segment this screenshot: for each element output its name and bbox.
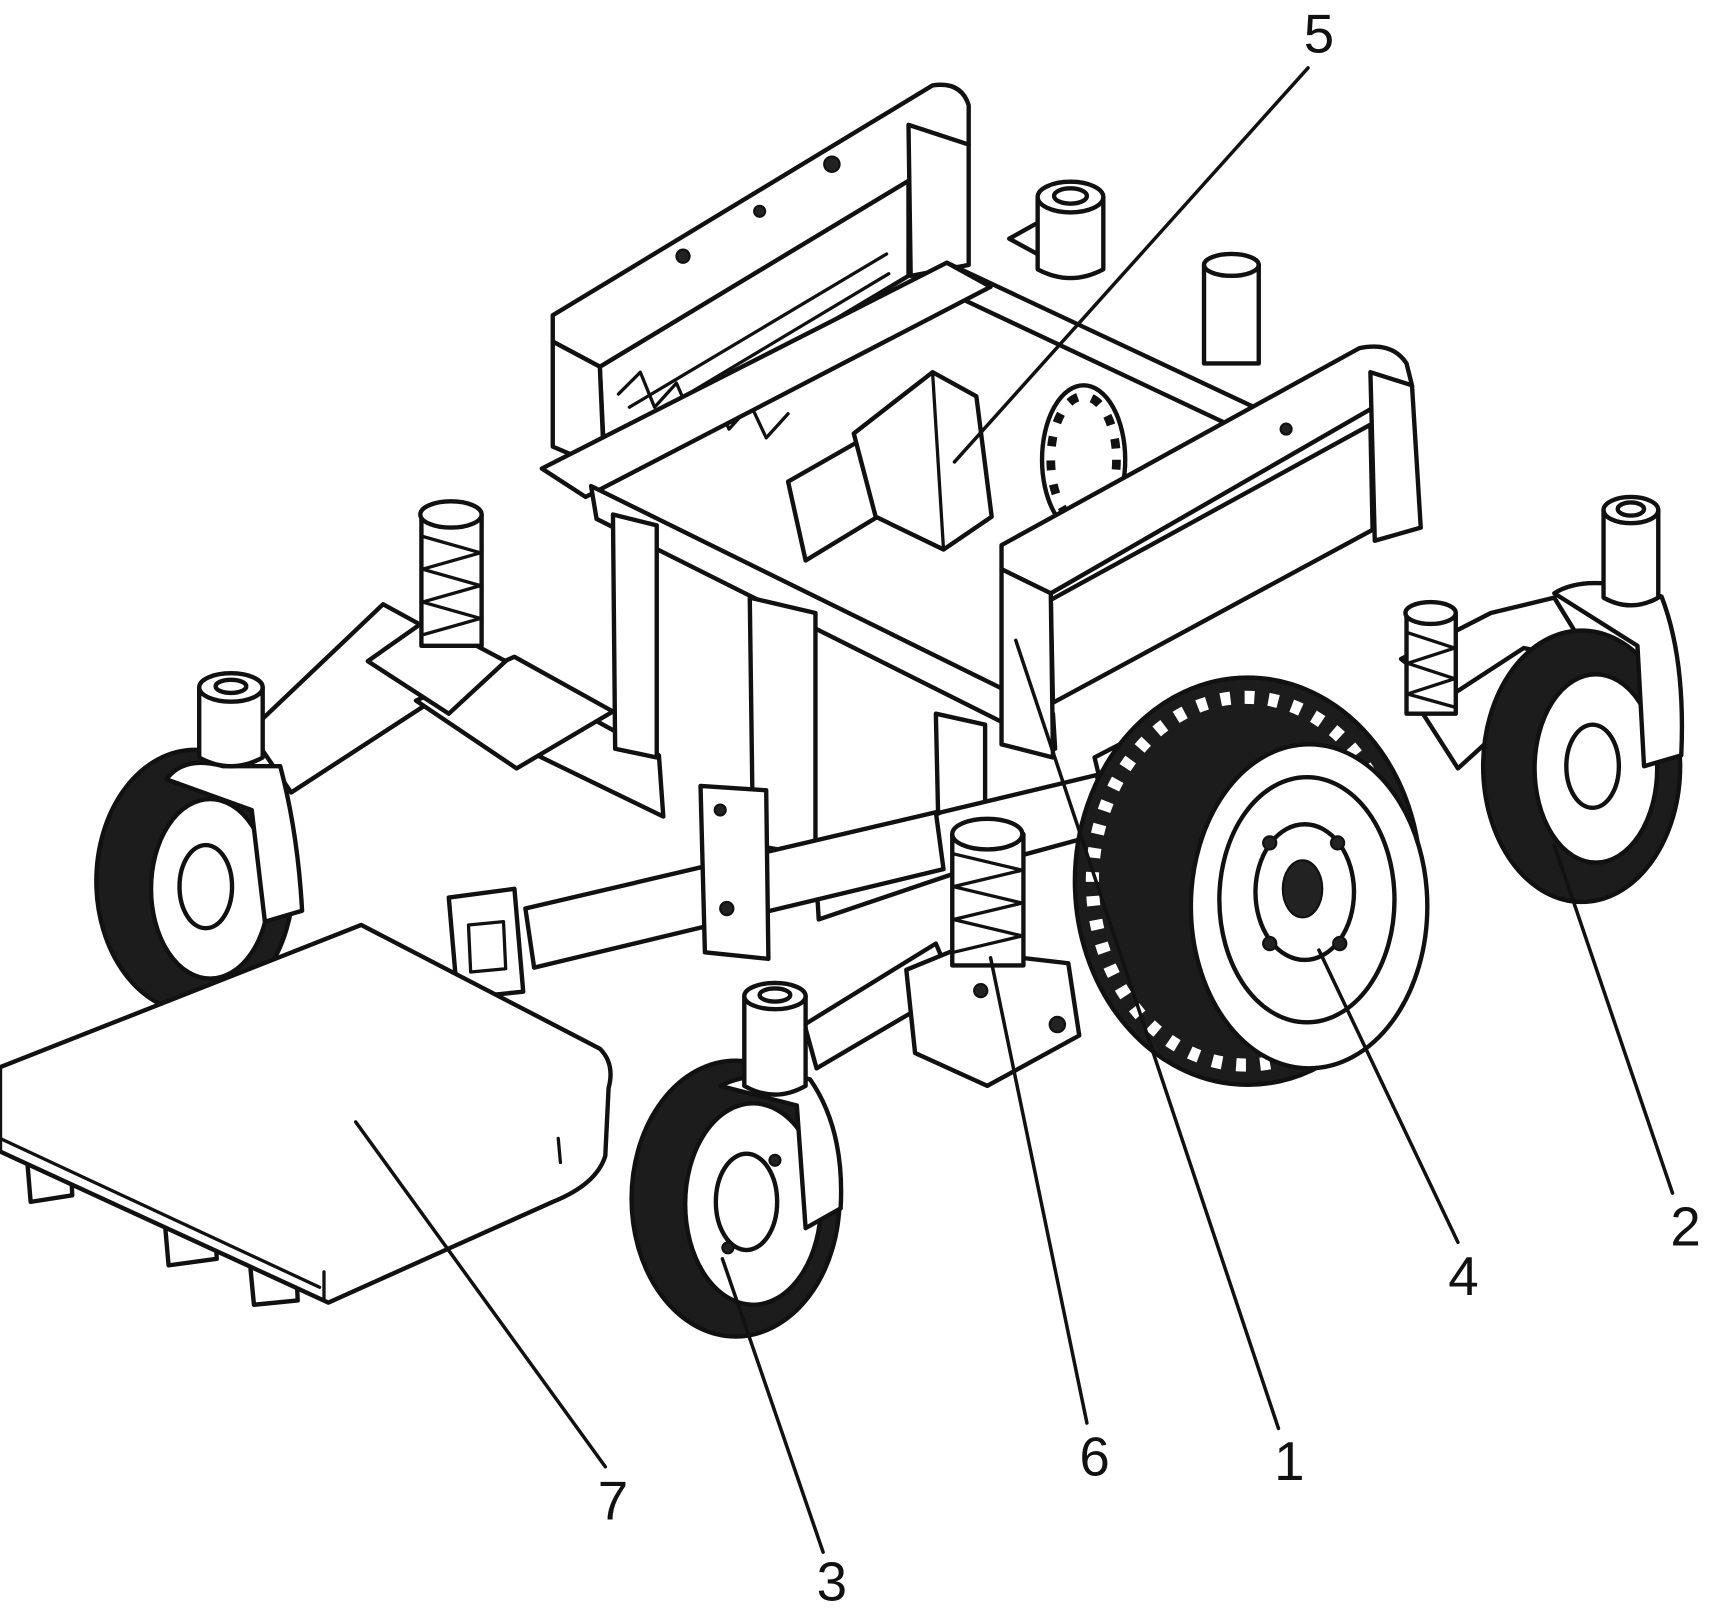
front-caster-bolt — [768, 1153, 782, 1167]
callout-7-leader — [353, 1120, 608, 1469]
rear-caster-cap-inner — [1051, 186, 1090, 206]
right-caster — [1480, 494, 1685, 905]
callout-2-label: 2 — [1670, 1196, 1700, 1258]
drive-wheel-bolt — [1329, 835, 1346, 851]
front-caster-bolt — [721, 1241, 735, 1255]
left-spring-cap — [418, 499, 484, 530]
callout-labels: 1 2 3 4 5 6 7 — [598, 3, 1701, 1608]
cage-front-beam — [588, 483, 1058, 751]
rear-right-post-cap — [1201, 251, 1261, 279]
left-caster — [94, 671, 305, 1015]
right-frame — [999, 344, 1423, 760]
rear-frame-hole — [675, 248, 691, 264]
callout-6-leader — [988, 956, 1089, 1425]
drive-wheel-axle — [1281, 859, 1324, 919]
cage-frame — [539, 260, 1294, 500]
front-suspension-bolt — [1048, 1015, 1067, 1034]
cage-front-left-beam — [588, 483, 1058, 751]
left-caster-cap-inner — [213, 677, 249, 696]
drive-wheel-bolt — [1262, 835, 1278, 851]
rear-caster-cylinder — [1035, 194, 1106, 281]
right-spring-cylinder — [1404, 610, 1458, 716]
drive-wheel-bolt — [1262, 935, 1278, 952]
callout-5-label: 5 — [1304, 3, 1334, 65]
callout-3-label: 3 — [817, 1550, 847, 1608]
callout-7-label: 7 — [598, 1469, 628, 1531]
callout-4-leader — [1317, 948, 1460, 1245]
callout-3-leader — [720, 1257, 825, 1554]
rear-frame-hole — [823, 155, 841, 173]
drive-wheel — [1072, 675, 1430, 1087]
left-spring-coil — [420, 534, 483, 637]
callout-1-label: 1 — [1274, 1430, 1304, 1492]
front-caster-post — [742, 993, 808, 1097]
right-spring — [1403, 599, 1458, 716]
rear-frame-top-bar — [550, 82, 971, 369]
rear-right-post — [1201, 251, 1261, 366]
rear-right-post-body — [1201, 262, 1261, 366]
right-frame-hole — [1279, 422, 1293, 436]
front-suspension-bolt — [973, 982, 989, 999]
rear-frame-right-post — [906, 122, 971, 279]
right-frame-right-post — [1368, 370, 1423, 543]
leader-lines — [353, 66, 1675, 1554]
front-caster-cap-inner — [757, 986, 793, 1004]
cage-post-left — [610, 512, 659, 760]
left-caster-fork — [164, 760, 305, 924]
right-spring-coil — [1405, 631, 1457, 709]
callout-5-leader — [952, 66, 1310, 464]
cover-plate-edge — [0, 1136, 563, 1303]
right-caster-post — [1601, 507, 1661, 608]
callout-1-leader — [1014, 638, 1281, 1431]
right-caster-fork — [1552, 580, 1685, 769]
right-frame-top-bar — [999, 344, 1415, 596]
front-spring-coil — [951, 852, 1024, 954]
rear-caster-post — [1007, 179, 1106, 281]
right-spring-cap — [1403, 599, 1458, 627]
motor-housing-edge — [930, 370, 946, 552]
base-left-bracket-slot — [466, 920, 508, 974]
callout-2-leader — [1552, 843, 1675, 1195]
callout-4-label: 4 — [1448, 1245, 1478, 1307]
base-vertical-plate — [698, 783, 771, 962]
base-plate-hole — [719, 900, 735, 917]
left-spring — [418, 499, 484, 649]
cover-plate — [0, 922, 613, 1307]
callout-6-label: 6 — [1079, 1426, 1109, 1488]
motor-housing — [851, 370, 994, 552]
rear-frame-hole — [753, 204, 767, 218]
front-caster — [629, 980, 844, 1339]
front-caster-hub — [713, 1151, 780, 1253]
front-suspension — [904, 816, 1082, 1089]
right-caster-hub — [1564, 722, 1622, 811]
drive-wheel-bolt — [1332, 935, 1348, 952]
front-spring-cap — [950, 816, 1025, 852]
left-caster-post — [197, 685, 265, 769]
drive-motor — [785, 370, 994, 563]
cage-back-left-beam — [539, 260, 993, 500]
right-caster-cap-inner — [1615, 500, 1647, 518]
base-plate-hole — [713, 803, 727, 817]
left-caster-hub — [177, 842, 235, 931]
